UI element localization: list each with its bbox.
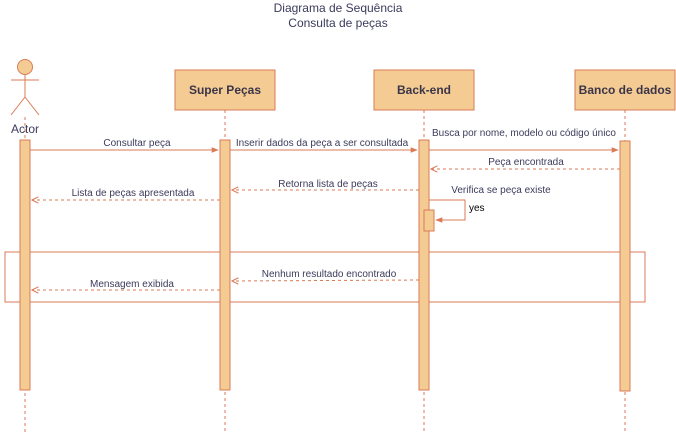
message-label-mensagem: Mensagem exibida (90, 279, 174, 290)
activation-banco (619, 140, 631, 392)
participant-backend-label: Back-end (397, 83, 451, 97)
actor-icon (10, 59, 40, 116)
activation-actor (19, 139, 31, 391)
actor-label: Actor (11, 122, 39, 136)
message-label-busca: Busca por nome, modelo ou código único (432, 128, 616, 139)
activation-backend-self (423, 209, 435, 232)
participant-super-pecas-label: Super Peças (189, 83, 261, 97)
participant-backend[interactable]: Back-end (373, 69, 475, 111)
message-label-retorna: Retorna lista de peças (278, 179, 378, 190)
participant-banco[interactable]: Banco de dados (574, 69, 676, 111)
diagram-subtitle: Consulta de peças (288, 16, 387, 30)
message-label-yes: yes (469, 203, 485, 214)
message-label-verifica: Verifica se peça existe (451, 185, 551, 196)
participant-banco-label: Banco de dados (579, 83, 672, 97)
activation-super-pecas (219, 139, 231, 391)
message-arrow-nenhum (232, 280, 420, 281)
participant-super-pecas[interactable]: Super Peças (174, 69, 276, 111)
message-label-consultar: Consultar peça (103, 138, 171, 149)
activation-backend (418, 139, 430, 391)
message-label-encontrada: Peça encontrada (488, 157, 564, 168)
message-label-inserir: Inserir dados da peça a ser consultada (236, 138, 409, 149)
message-label-lista: Lista de peças apresentada (72, 188, 195, 199)
message-label-nenhum: Nenhum resultado encontrado (262, 269, 397, 280)
message-arrow-verifica (429, 199, 466, 223)
diagram-title: Diagrama de Sequência (274, 1, 403, 15)
fragment-frame (4, 251, 646, 303)
